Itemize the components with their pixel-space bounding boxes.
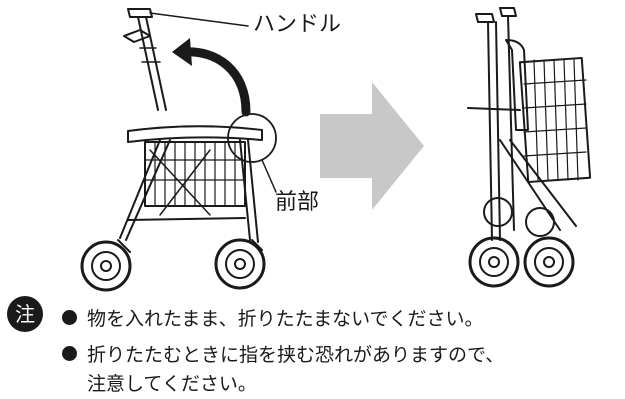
wheel: [468, 236, 520, 288]
wheel: [214, 238, 266, 290]
caution-badge: 注: [7, 296, 43, 332]
caution-text: 物を入れたまま、折りたたまないでください。: [87, 308, 484, 330]
folding-diagram: [80, 7, 592, 292]
seat: [127, 125, 263, 143]
caution-item-continuation: 注意してください。: [87, 369, 257, 396]
caution-item: 物を入れたまま、折りたたまないでください。: [62, 304, 484, 331]
caution-text: 注意してください。: [87, 373, 257, 395]
handle-label: ハンドル: [253, 12, 342, 37]
wheel: [80, 240, 132, 292]
front-label: 前部: [275, 190, 320, 215]
caution-text: 折りたたむときに指を挟む恐れがありますので、: [87, 344, 505, 366]
fold-direction-arrow: [180, 47, 251, 117]
caution-item: 折りたたむときに指を挟む恐れがありますので、: [62, 340, 504, 367]
caution-notes: 注 物を入れたまま、折りたたまないでください。 折りたたむときに指を挟む恐れがあ…: [0, 294, 625, 399]
basket: [518, 56, 592, 184]
bullet-icon: [62, 346, 77, 361]
walker-unfolded: [80, 8, 277, 292]
front-highlight-circle: [227, 113, 277, 163]
transition-arrow: [320, 82, 424, 210]
handle-grip: [127, 8, 153, 18]
walker-folded: [467, 7, 592, 288]
wheel: [523, 236, 575, 288]
front-leader-line: [261, 159, 277, 193]
svg-text:注: 注: [15, 302, 35, 326]
bullet-icon: [62, 310, 77, 325]
handle-leader-line: [149, 12, 249, 27]
